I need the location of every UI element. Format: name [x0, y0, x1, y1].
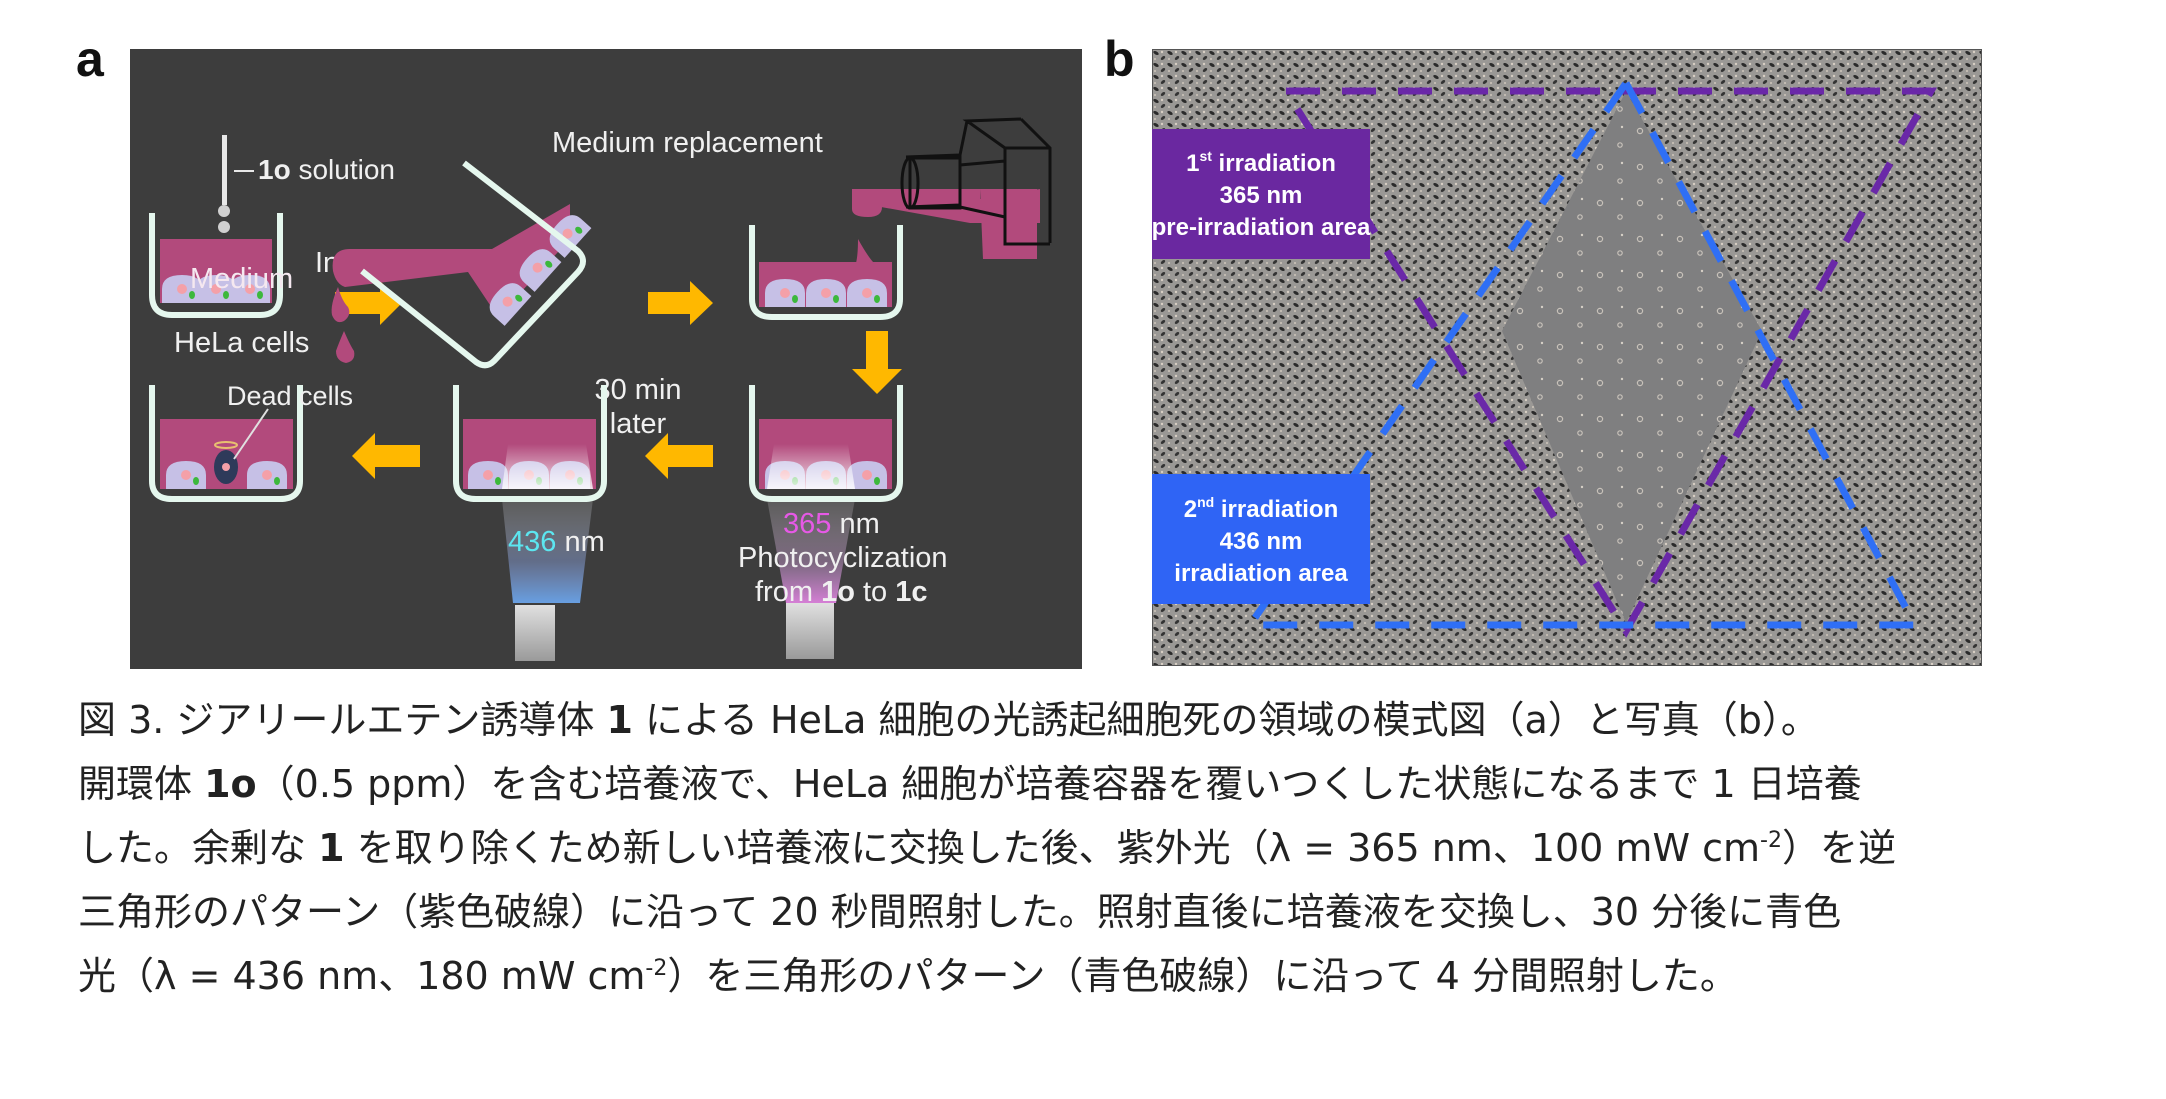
hela-cells-label: HeLa cells	[174, 327, 309, 359]
box2-line2: 436 nm	[1220, 528, 1303, 555]
arrow-down-icon	[852, 331, 902, 394]
dish-blue-irradiation	[453, 385, 607, 661]
caption-text: した。余剰な	[78, 826, 319, 870]
photocyclization-label: Photocyclization	[738, 542, 948, 574]
box2-line1: 2nd irradiation	[1184, 494, 1339, 523]
box1-line2: 365 nm	[1220, 182, 1303, 209]
panel-a-background	[130, 49, 1082, 669]
solution-label: 1o solution	[258, 154, 395, 185]
arrow-left-icon	[645, 433, 713, 479]
blue-dashed-triangle	[1243, 81, 1921, 629]
panel-a-label: a	[76, 31, 104, 87]
thirty-min-label: 30 min	[594, 374, 681, 406]
superscript: -2	[1760, 828, 1782, 853]
lamp-436-icon	[515, 605, 555, 661]
later-label: later	[610, 408, 667, 440]
caption-line-3: した。余剰な 1 を取り除くため新しい培養液に交換した後、紫外光（λ = 365…	[78, 816, 2138, 880]
caption-line-1: 図 3. ジアリールエテン誘導体 1 による HeLa 細胞の光誘起細胞死の領域…	[78, 688, 2138, 752]
caption-text: を取り除くため新しい培養液に交換した後、紫外光（λ = 365 nm、100 m…	[344, 826, 1761, 870]
caption-text: ）を逆	[1781, 826, 1896, 870]
second-irradiation-box: 2nd irradiation 436 nm irradiation area	[1152, 474, 1370, 604]
caption-text: （0.5 ppm）を含む培養液で、HeLa 細胞が培養容器を覆いつくした状態にな…	[256, 762, 1862, 806]
box2-line3: irradiation area	[1174, 560, 1348, 587]
from-to-label: from 1o to 1c	[755, 576, 927, 608]
arrow-left-icon	[352, 433, 420, 479]
caption-text: 開環体	[78, 762, 205, 806]
caption-text: による HeLa 細胞の光誘起細胞死の領域の模式図（a）と写真（b）。	[632, 698, 1819, 742]
micrograph-photo: 1st irradiation 365 nm pre-irradiation a…	[1152, 49, 1982, 666]
dish-initial	[149, 213, 283, 318]
medium-bottle-icon	[852, 117, 1052, 277]
compound-number: 1	[606, 698, 633, 742]
caption-text: 光（λ = 436 nm、180 mW cm	[78, 954, 646, 998]
first-irradiation-box: 1st irradiation 365 nm pre-irradiation a…	[1152, 129, 1371, 259]
dish-dead-cells	[149, 385, 303, 502]
figure-caption: 図 3. ジアリールエテン誘導体 1 による HeLa 細胞の光誘起細胞死の領域…	[78, 688, 2138, 1008]
dead-cells-label: Dead cells	[227, 381, 353, 411]
blue-wavelength-label: 436 nm	[508, 526, 605, 558]
superscript: -2	[645, 956, 668, 981]
compound-number: 1	[318, 826, 345, 870]
box1-line3: pre-irradiation area	[1152, 214, 1371, 241]
caption-text: ）を三角形のパターン（青色破線）に沿って 4 分間照射した。	[667, 954, 1738, 998]
box1-line1: 1st irradiation	[1186, 148, 1336, 177]
purple-dashed-triangle	[1283, 87, 1937, 638]
lamp-365-icon	[786, 603, 834, 659]
caption-line-5: 光（λ = 436 nm、180 mW cm-2）を三角形のパターン（青色破線）…	[78, 944, 2138, 1008]
caption-line-4: 三角形のパターン（紫色破線）に沿って 20 秒間照射した。照射直後に培養液を交換…	[78, 890, 1842, 934]
panel-b-label: b	[1104, 31, 1135, 87]
schematic-diagram: 1o solution Medium HeLa cells Incubation…	[130, 49, 1082, 669]
compound-number: 1o	[204, 762, 257, 806]
arrow-right-icon	[648, 281, 713, 325]
pipette-icon	[218, 135, 254, 233]
medium-replacement-label: Medium replacement	[552, 127, 823, 159]
caption-line-2: 開環体 1o（0.5 ppm）を含む培養液で、HeLa 細胞が培養容器を覆いつく…	[78, 752, 2138, 816]
medium-label: Medium	[190, 263, 293, 295]
caption-text: 図 3. ジアリールエテン誘導体	[78, 698, 607, 742]
dish-uv-irradiation	[749, 385, 903, 659]
uv-wavelength-label: 365 nm	[783, 508, 880, 540]
dead-cell-region	[1502, 91, 1762, 623]
